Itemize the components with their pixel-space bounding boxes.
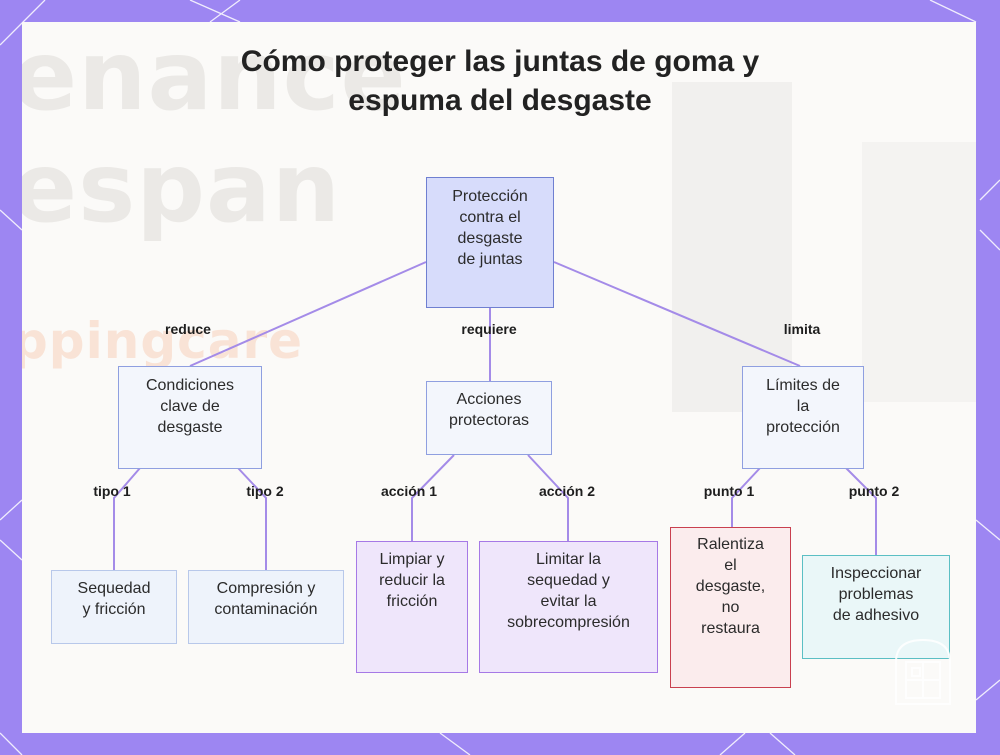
node-text: Compresión y: [216, 580, 316, 597]
node-text: desgaste: [157, 419, 223, 436]
node-text: fricción: [386, 593, 438, 610]
node-text: protección: [766, 419, 840, 436]
node-actions: Acciones protectoras: [426, 381, 552, 455]
edge-label-punto-2: punto 2: [848, 483, 900, 499]
node-text: Protección: [452, 188, 528, 205]
node-dryness-friction: Sequedad y fricción: [51, 570, 177, 644]
node-text: Acciones: [456, 391, 522, 408]
node-text: de adhesivo: [832, 607, 920, 624]
node-text: Condiciones: [145, 377, 235, 394]
edge-label-tipo-1: tipo 1: [93, 483, 131, 499]
node-limits: Límites de la protección: [742, 366, 864, 469]
node-text: y fricción: [82, 601, 146, 618]
edge-label-tipo-2: tipo 2: [246, 483, 284, 499]
edge-label-accion-2: acción 2: [538, 483, 596, 499]
background-shape: [672, 82, 792, 412]
diagram-title: Cómo proteger las juntas de goma y espum…: [0, 42, 1000, 120]
background-shape: [862, 142, 976, 402]
node-text: Limitar la: [536, 551, 601, 568]
background-text-3: ppingcare: [22, 312, 304, 370]
node-root: Protección contra el desgaste de juntas: [426, 177, 554, 308]
node-text: protectoras: [448, 412, 530, 429]
edge-label-punto-1: punto 1: [703, 483, 755, 499]
node-text: Sequedad: [77, 580, 151, 597]
node-text: Limpiar y: [379, 551, 445, 568]
watermark-logo: [895, 638, 951, 705]
node-compression-contamination: Compresión y contaminación: [188, 570, 344, 644]
background-text-2: espan: [22, 132, 342, 244]
node-inspect-adhesive: Inspeccionar problemas de adhesivo: [802, 555, 950, 659]
node-text: sequedad y: [527, 572, 610, 589]
node-limit-dryness: Limitar la sequedad y evitar la sobrecom…: [479, 541, 658, 673]
edge-label-reduce: reduce: [165, 321, 211, 337]
node-text: de juntas: [457, 251, 523, 268]
node-clean-reduce-friction: Limpiar y reducir la fricción: [356, 541, 468, 673]
node-text: Inspeccionar: [830, 565, 922, 582]
node-text: problemas: [838, 586, 914, 603]
node-text: contra el: [459, 209, 521, 226]
edge-label-accion-1: acción 1: [380, 483, 438, 499]
node-slows-wear: Ralentiza el desgaste, no restaura: [670, 527, 791, 688]
background-text-1: enance: [22, 22, 407, 132]
title-line-2: espuma del desgaste: [348, 84, 652, 117]
edge-label-limita: limita: [783, 321, 821, 337]
node-text: reducir la: [379, 572, 445, 589]
edge-label-requiere: requiere: [461, 321, 517, 337]
node-text: la: [796, 398, 810, 415]
node-text: restaura: [701, 620, 760, 637]
node-text: evitar la: [540, 593, 597, 610]
node-text: desgaste: [457, 230, 523, 247]
title-line-1: Cómo proteger las juntas de goma y: [240, 45, 760, 78]
node-text: Ralentiza: [697, 536, 764, 553]
node-text: Límites de: [766, 377, 840, 394]
node-text: desgaste,: [695, 578, 766, 595]
node-text: sobrecompresión: [507, 614, 630, 631]
node-text: el: [724, 557, 737, 574]
node-text: no: [721, 599, 740, 616]
node-text: contaminación: [214, 601, 318, 618]
node-text: clave de: [160, 398, 220, 415]
node-conditions: Condiciones clave de desgaste: [118, 366, 262, 469]
